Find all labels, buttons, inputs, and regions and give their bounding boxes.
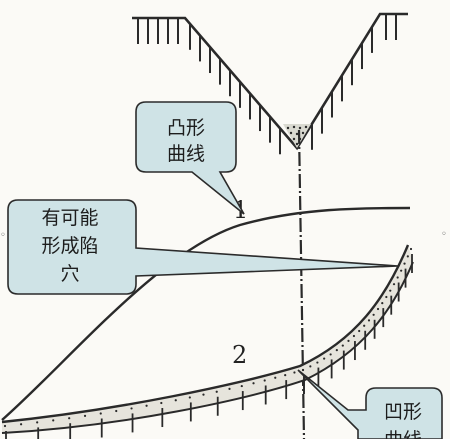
embankment-dot (115, 409, 118, 413)
embankment-dot (389, 289, 392, 292)
convex-curve (1, 206, 411, 421)
valley-dot (292, 137, 296, 141)
embankment-dot (400, 269, 403, 272)
callout-collapse-line-2: 形成陷 (41, 235, 98, 257)
embankment-dot (406, 255, 409, 258)
callout-convex-line-1: 凸形 (167, 117, 205, 139)
embankment-dot (215, 390, 218, 393)
embankment-dot (202, 393, 205, 396)
embankment-dot (19, 423, 23, 426)
callout-collapse-line-3: 穴 (60, 263, 79, 285)
embankment-dot (352, 334, 356, 338)
embankment-dot (367, 319, 371, 322)
embankment-dot (381, 301, 384, 305)
embankment-dot (329, 353, 332, 356)
embankment-dot (335, 348, 338, 352)
concave-embankment (1, 244, 414, 439)
embankment-dot (228, 387, 231, 391)
embankment-dot (130, 407, 133, 410)
embankment-dot (252, 382, 255, 385)
embankment-dot (36, 421, 39, 424)
left-edge-mark: ◦ (0, 230, 6, 241)
embankment-dot (341, 344, 344, 347)
embankment-dot (376, 307, 380, 311)
embankment-dot (68, 417, 71, 420)
concave-curve-number: 2 (232, 341, 247, 369)
center-line (297, 129, 306, 439)
valley-fill-bottom (283, 124, 311, 148)
embankment-dot (316, 361, 319, 364)
embankment-hatching (5, 254, 413, 439)
embankment-dot (301, 368, 305, 372)
embankment-dot (83, 414, 87, 418)
embankment-dot (284, 373, 287, 377)
callout-concave-line-1: 凹形 (384, 401, 422, 423)
callout-convex-shape (135, 101, 245, 215)
embankment-dot (403, 262, 406, 265)
valley-fill-dots (286, 125, 308, 146)
embankment-dot (392, 283, 396, 286)
valley-dot (298, 126, 302, 130)
right-edge-mark: ◦ (441, 229, 447, 240)
embankment-dot (358, 329, 361, 333)
callout-convex-curve: 凸形 曲线 (135, 101, 245, 215)
embankment-dot (145, 404, 148, 407)
callout-concave-curve: 凹形 曲线 (297, 369, 443, 439)
valley-dot (295, 142, 299, 146)
valley-dot (301, 131, 305, 135)
valley-dot (292, 125, 296, 129)
embankment-dot (309, 365, 312, 368)
embankment-dot (174, 399, 177, 402)
embankment-dot (52, 419, 55, 422)
valley-cross-section (132, 12, 408, 155)
valley-dot (295, 132, 299, 136)
valley-dot (286, 126, 290, 130)
embankment-dot (274, 376, 277, 379)
embankment-dot (3, 424, 7, 428)
valley-dot (289, 131, 293, 135)
embankment-dot (160, 401, 163, 405)
valley-hatching (137, 14, 397, 155)
callout-concave-shape (297, 369, 443, 439)
embankment-dots (3, 247, 413, 428)
callout-collapse: 有可能 形成陷 穴 (7, 199, 399, 295)
embankment-dot (347, 339, 350, 342)
embankment-dot (263, 379, 266, 382)
concave-curve-bottom (1, 261, 414, 434)
embankment-dot (240, 384, 243, 388)
embankment-dot (385, 295, 388, 299)
callout-concave-line-2: 曲线 (384, 429, 422, 439)
embankment-fill (2, 245, 413, 433)
embankment-dot (372, 313, 375, 316)
embankment-dot (409, 247, 413, 251)
embankment-dot (293, 371, 296, 374)
concave-curve-top (1, 244, 410, 424)
valley-dot (304, 125, 308, 129)
callout-collapse-line-1: 有可能 (41, 207, 98, 229)
embankment-dot (99, 412, 102, 415)
embankment-dot (396, 276, 399, 279)
embankment-dot (363, 324, 366, 327)
callout-collapse-shape (7, 199, 399, 295)
embankment-dot (323, 357, 326, 360)
callout-convex-line-2: 曲线 (167, 143, 205, 165)
embankment-dot (188, 396, 191, 399)
